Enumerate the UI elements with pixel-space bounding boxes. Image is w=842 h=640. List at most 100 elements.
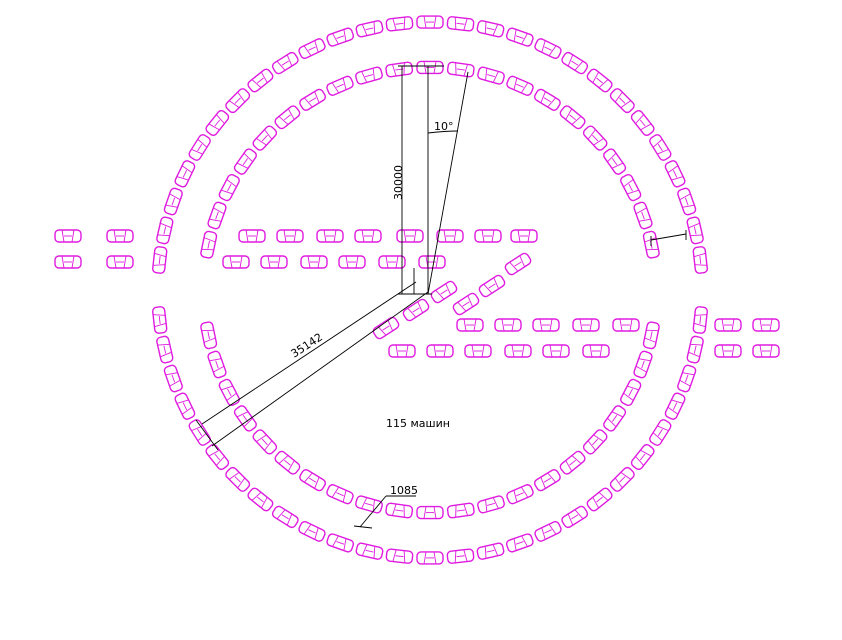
parked-car [581, 123, 610, 153]
parked-car [297, 87, 328, 113]
outer-ring-cars [151, 15, 709, 565]
parked-car [663, 391, 687, 422]
parked-car [203, 442, 231, 472]
parked-car [608, 86, 637, 115]
parked-car [608, 465, 637, 494]
parked-car [276, 229, 304, 243]
parked-car [629, 108, 657, 138]
parked-car [401, 297, 431, 323]
parked-car [378, 255, 406, 269]
parked-car [222, 255, 250, 269]
angle-dimension-label: 10° [434, 120, 454, 133]
parked-car [475, 19, 506, 39]
parked-car [296, 36, 328, 61]
parked-car [632, 200, 654, 231]
parked-car [232, 146, 259, 177]
parked-car [54, 255, 82, 269]
parked-car [354, 19, 385, 39]
parked-car [238, 229, 266, 243]
parked-car [601, 403, 628, 434]
parked-car [503, 251, 533, 277]
parked-car [250, 427, 279, 457]
parked-car [532, 467, 563, 493]
parked-car [384, 502, 414, 519]
parked-car [155, 215, 175, 246]
parked-car [384, 61, 414, 78]
parked-car [494, 318, 522, 332]
parked-car [647, 417, 673, 448]
parked-car [584, 67, 615, 94]
parked-car [155, 334, 175, 365]
parked-car [676, 186, 698, 217]
parked-car [612, 318, 640, 332]
parked-car [260, 255, 288, 269]
parked-car [618, 172, 643, 203]
ring-gap-dimension [650, 230, 687, 246]
parked-car [714, 318, 742, 332]
parked-car [504, 532, 535, 554]
parked-car [476, 494, 506, 515]
parked-car [504, 344, 532, 358]
parked-car [270, 50, 301, 76]
parked-car [162, 186, 184, 217]
parked-car [446, 502, 476, 519]
parked-car [270, 504, 301, 530]
parked-car [532, 87, 563, 113]
parked-car [685, 334, 705, 365]
parked-car [354, 65, 384, 86]
parked-car [584, 486, 615, 513]
parked-car [559, 504, 590, 530]
parked-car [416, 505, 444, 520]
parked-car [601, 146, 628, 177]
parked-car [618, 377, 643, 408]
parked-car [272, 449, 302, 477]
parked-car [151, 245, 168, 275]
parked-car [685, 215, 705, 246]
parked-car [325, 532, 356, 554]
angle-dimension: 10° [427, 71, 469, 295]
parked-car [206, 200, 228, 231]
parked-car [752, 344, 780, 358]
parked-car [217, 377, 242, 408]
parked-car [416, 60, 444, 75]
parked-car [217, 172, 242, 203]
parked-car [324, 74, 356, 98]
parked-car [426, 344, 454, 358]
parked-car [456, 318, 484, 332]
parked-car [371, 315, 401, 341]
parked-car [199, 230, 218, 260]
parked-car [173, 391, 197, 422]
height-dimension-label: 30000 [392, 165, 405, 200]
parked-car [558, 449, 588, 477]
parked-car [199, 320, 218, 350]
parked-car [504, 482, 536, 506]
parked-car [464, 344, 492, 358]
parked-car [446, 61, 476, 78]
parked-car [475, 541, 506, 561]
car-count-label: 115 машин [386, 417, 450, 430]
parked-car [416, 15, 444, 29]
parked-car [316, 229, 344, 243]
parked-car [416, 551, 444, 565]
parked-car [385, 548, 414, 565]
gap-dimension: 1085 [353, 484, 418, 529]
parked-car [663, 158, 687, 189]
parked-car [532, 318, 560, 332]
height-dimension: 30000 [392, 65, 444, 295]
parked-car [418, 255, 446, 269]
parked-car [752, 318, 780, 332]
parked-car [429, 279, 459, 305]
parked-car [676, 363, 698, 394]
straight-row-cars [54, 229, 780, 358]
inner-ring-cars [199, 60, 661, 520]
parked-car [647, 132, 673, 163]
parked-car [542, 344, 570, 358]
parked-car [106, 229, 134, 243]
parked-car [385, 15, 414, 32]
parked-car [206, 349, 228, 380]
parked-car [325, 26, 356, 48]
parked-car [187, 417, 213, 448]
parked-car [692, 305, 709, 335]
gap-dimension-label: 1085 [390, 484, 418, 497]
